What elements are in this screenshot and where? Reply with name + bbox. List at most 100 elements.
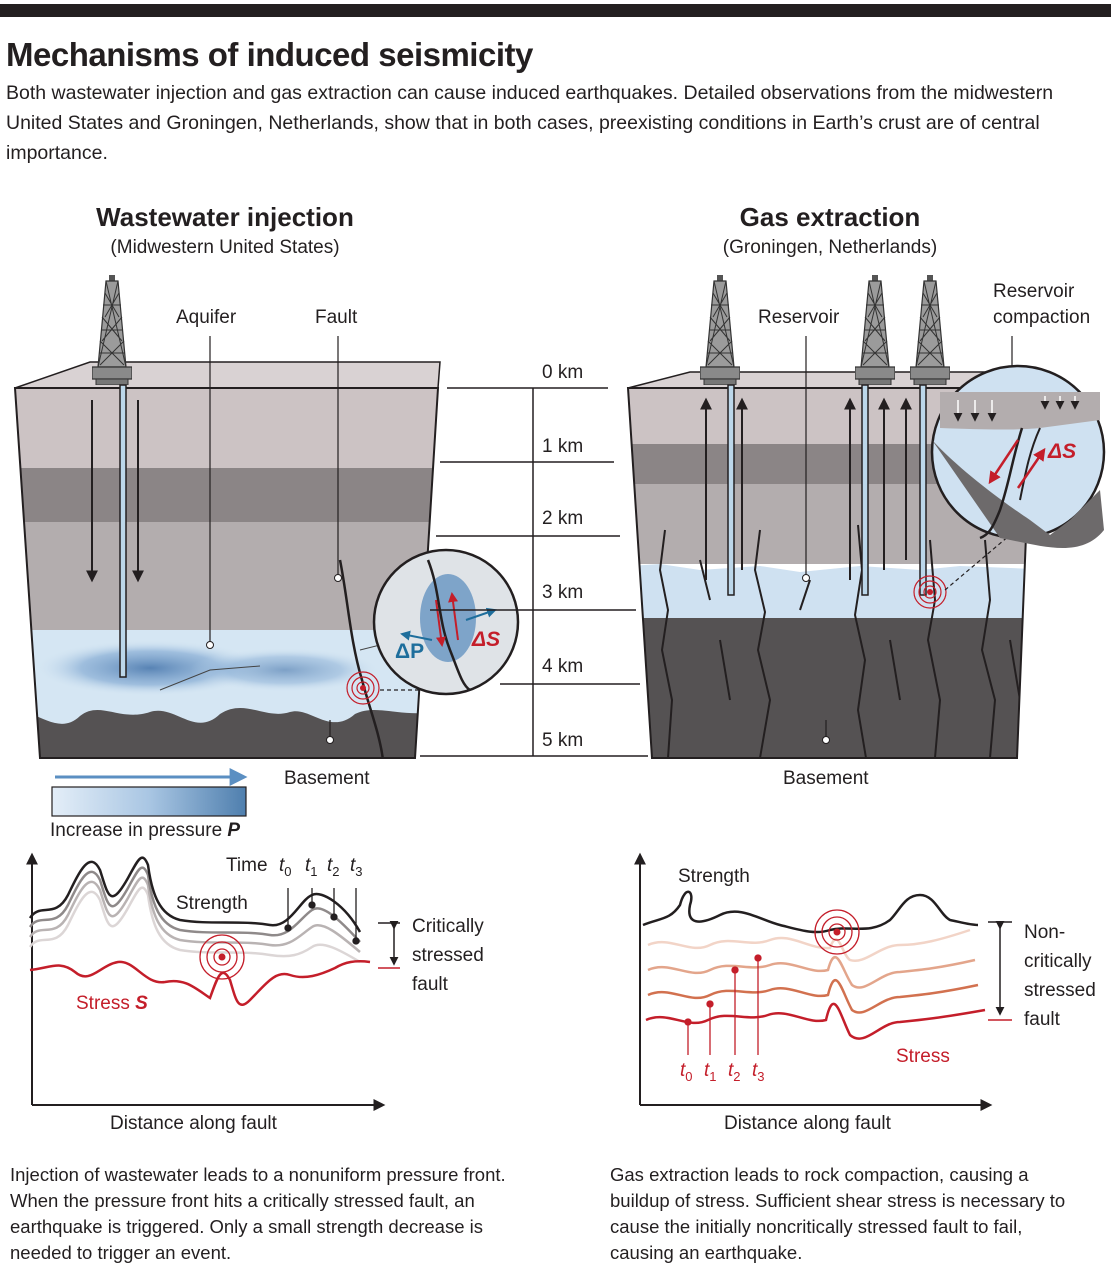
pressure-plume-2 [190,648,380,692]
stress-t0 [645,1002,986,1040]
left-zoom-circle [372,548,520,696]
left-panel-title: Wastewater injection [96,202,354,232]
left-graph-quake-icon [199,934,245,980]
left-layer-2 [15,468,438,522]
right-t3-label: t3 [752,1060,765,1084]
intro-text: Both wastewater injection and gas extrac… [6,82,1054,164]
right-derrick-1-icon [700,275,740,385]
right-strength-label: Strength [678,866,750,887]
left-well-pipe [119,384,127,678]
compaction-label-1: Reservoir [993,281,1075,302]
left-quake-icon [346,671,380,705]
t0-label: t0 [279,855,292,879]
left-panel-subtitle: (Midwestern United States) [110,237,340,258]
left-basement-dot [326,736,334,744]
left-layer-1 [15,388,438,468]
strength-t0 [28,856,362,933]
left-strength-label: Strength [176,893,248,914]
left-delta-s-label: ΔS [472,628,501,651]
right-zoom-connector [944,534,1011,591]
left-block-outline [13,387,440,759]
depth-label-0: 0 km [542,362,584,383]
right-panel-title: Gas extraction [739,202,921,232]
depth-label-1: 1 km [542,436,584,457]
right-block-outline [626,387,1034,759]
right-reservoir-layer [628,564,1032,624]
page-title: Mechanisms of induced seismicity [6,36,533,73]
left-basement [15,708,438,758]
left-derrick-icon [92,275,132,385]
right-stress-label: Stress [896,1046,950,1067]
noncritical-label-3: stressed [1024,980,1096,1001]
t3-label: t3 [350,855,363,879]
reservoir-label: Reservoir [758,307,840,328]
depth-scale [420,387,648,757]
stress-t2 [647,955,976,989]
left-basement-label: Basement [284,768,370,789]
pressure-legend-label: Increase in pressure P [50,820,241,841]
right-well-pipe-3 [919,384,927,596]
delta-p-label: ΔP [395,640,425,663]
right-well-pipe-2 [861,384,869,596]
right-basement-dot [822,736,830,744]
noncritical-bracket [988,920,1012,1021]
right-delta-s-label: ΔS [1048,440,1077,463]
critical-label-2: stressed [412,945,484,966]
right-time-leaders [684,954,762,1055]
right-graph [634,852,1012,1111]
strength-line [642,890,979,934]
depth-label-5: 5 km [542,730,584,751]
right-graph-quake-icon [814,909,860,955]
reservoir-dot [802,574,810,582]
critical-label-3: fault [412,974,448,995]
pressure-legend-bar [51,786,247,817]
right-t2-label: t2 [728,1060,741,1084]
right-t0-label: t0 [680,1060,693,1084]
aquifer-dot [206,641,214,649]
t1-label: t1 [305,855,318,879]
right-crust-block [626,275,1106,759]
time-label: Time [226,855,268,876]
strength-t3 [28,886,361,964]
left-xlabel: Distance along fault [110,1113,277,1134]
critical-bracket [378,920,400,969]
stress-t3 [647,928,971,963]
stress-t1 [647,979,979,1014]
right-well-pipe-1 [727,384,735,596]
right-xlabel: Distance along fault [724,1113,891,1134]
depth-label-2: 2 km [542,508,584,529]
right-t1-label: t1 [704,1060,717,1084]
right-derrick-2-icon [855,275,895,385]
right-basement [628,618,1032,758]
right-caption: Gas extraction leads to rock compaction,… [610,1164,1066,1263]
right-zoom-circle [930,364,1106,548]
left-caption: Injection of wastewater leads to a nonun… [10,1164,506,1263]
aquifer-label: Aquifer [176,307,237,328]
compaction-label-2: compaction [993,307,1091,328]
right-derrick-3-icon [910,275,950,385]
strength-t1 [28,866,361,943]
critical-label-1: Critically [412,916,484,937]
up-arrows [700,397,912,580]
noncritical-label-2: critically [1024,951,1092,972]
left-block-top-surface [14,361,441,389]
left-fault-line [338,559,385,758]
right-panel-subtitle: (Groningen, Netherlands) [722,237,938,258]
right-basement-label: Basement [783,768,869,789]
noncritical-label-4: fault [1024,1009,1060,1030]
stress-line [29,960,371,1006]
t2-label: t2 [327,855,340,879]
fault-label: Fault [315,307,358,328]
strength-t2 [28,876,361,953]
depth-label-3: 3 km [542,582,584,603]
time-leaders [284,888,360,945]
stress-s-label: Stress S [76,993,148,1014]
depth-label-4: 4 km [542,656,584,677]
left-crust-block [13,275,520,759]
left-layer-3 [15,522,438,630]
noncritical-label-1: Non- [1024,922,1066,943]
top-rule [0,4,1111,17]
fault-dot [334,574,342,582]
left-graph [26,852,400,1111]
